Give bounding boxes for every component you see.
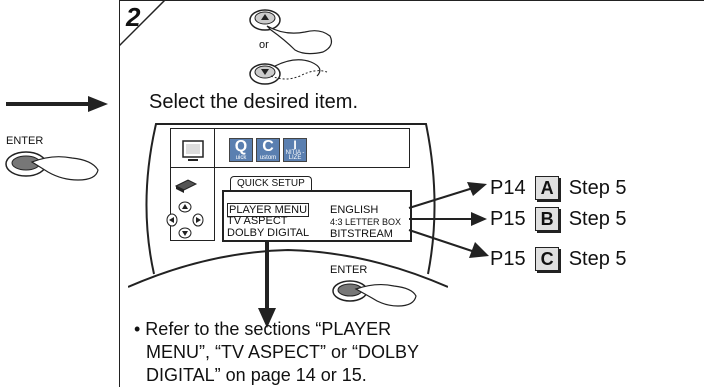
ref-row-a: P14 A Step 5 [490, 176, 627, 200]
note-line-2: MENU”, “TV ASPECT” or “DOLBY [146, 342, 420, 362]
tv-monitor-icon [182, 140, 204, 161]
reference-arrows [408, 182, 489, 258]
ref-row-b: P15 B Step 5 [490, 207, 627, 231]
arrow-right-icon [6, 96, 108, 112]
instruction-text: Select the desired item. [149, 91, 358, 113]
custom-icon: C ustom [256, 138, 280, 162]
initialize-icon: I NITIA -LIZE [283, 138, 307, 162]
arrow-down-icon [258, 240, 276, 328]
tv-aspect-value: 4:3 LETTER BOX [330, 217, 402, 227]
quick-icon: Q uick [229, 138, 253, 162]
note-line-1: • Refer to the sections “PLAYER [134, 319, 392, 339]
player-menu-label: PLAYER MENU [227, 203, 310, 217]
or-label: or [259, 39, 269, 51]
player-menu-value: ENGLISH [330, 204, 379, 216]
dolby-digital-label: DOLBY DIGITAL [227, 227, 310, 239]
menu-sidebar [170, 128, 215, 241]
quick-setup-tab: QUICK SETUP [230, 176, 312, 191]
enter-button-icon-lower [332, 280, 417, 307]
step-corner [119, 0, 166, 47]
ref-row-c: P15 C Step 5 [490, 247, 627, 271]
ref-letter-c: C [535, 247, 560, 271]
step-number: 2 [126, 2, 141, 32]
step-panel [119, 0, 704, 387]
tv-aspect-label: TV ASPECT [227, 215, 288, 227]
settings-table [222, 190, 412, 242]
enter-label-lower: ENTER [330, 264, 368, 276]
enter-button-icon [5, 151, 99, 181]
dvd-player-icon [174, 179, 198, 193]
tv-screen-outline [128, 123, 448, 288]
direction-pad-icon [166, 201, 204, 239]
ref-letter-b: B [535, 207, 560, 231]
remote-buttons-illustration [249, 9, 333, 85]
enter-label-left: ENTER [6, 135, 44, 147]
ref-letter-a: A [535, 176, 560, 200]
dolby-digital-value: BITSTREAM [330, 228, 393, 240]
note-line-3: DIGITAL” on page 14 or 15. [146, 365, 367, 385]
